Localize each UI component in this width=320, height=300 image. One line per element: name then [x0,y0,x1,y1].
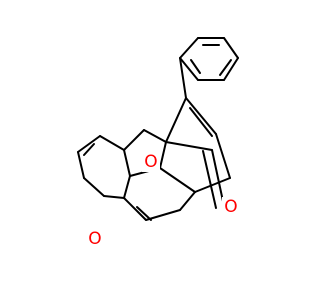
bond-double-inner [136,206,152,221]
bond [123,175,131,199]
bond [83,177,105,197]
bond-double-inner [202,150,217,209]
carbonyl-group [202,149,225,209]
label-background [142,152,160,172]
bond [223,37,239,59]
bond [215,133,231,179]
pyranone-ring [159,57,231,193]
label-background [222,197,240,217]
bond [123,129,145,151]
bond [159,141,167,169]
bond [103,195,125,199]
label-background [86,229,104,249]
bond [179,37,199,59]
carbonyl-oxygen-label: O [224,197,237,217]
bond [99,135,125,151]
bond [145,209,181,221]
bond [179,191,196,211]
bond [223,57,239,81]
phenyl-ring [179,37,239,81]
bond [77,151,85,179]
bond-double-inner [189,107,213,137]
ring-oxygen-label: O [144,152,157,172]
bond [143,129,167,143]
bond [165,141,213,151]
benzo-ring [123,129,196,221]
molecule-drawing: O O O [77,37,240,249]
bond [77,135,101,153]
atom-labels: O O O [86,152,240,249]
bond-double-inner [190,59,201,74]
bond-double [211,149,225,207]
bond [179,57,187,99]
bond [123,149,131,177]
bond [123,197,147,221]
bond-double [185,97,217,135]
furan-ring [77,135,125,199]
structure-canvas: O O O [77,37,240,249]
bond-double-inner [219,59,232,76]
bond [194,177,231,193]
bond [165,97,187,143]
bond-double-inner [83,143,95,156]
bond [159,167,196,193]
furan-oxygen-label: O [88,229,101,249]
bond [179,57,199,81]
